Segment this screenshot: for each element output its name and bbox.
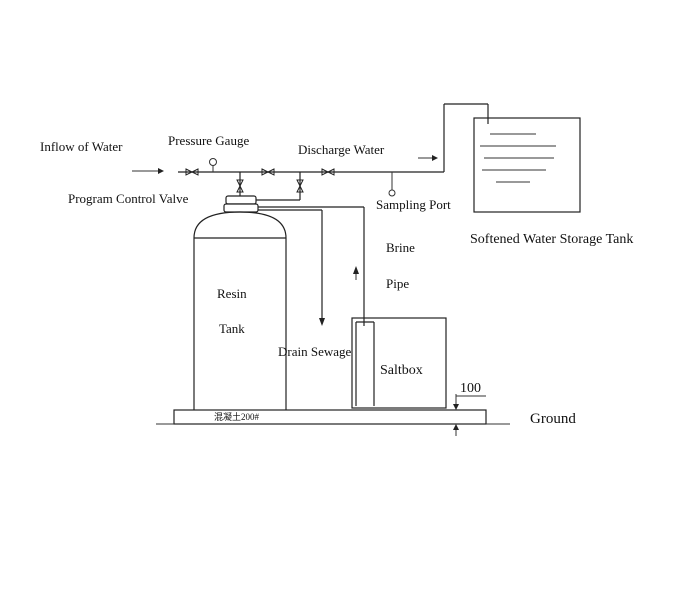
discharge-label: Discharge Water [298,142,385,157]
program-control-valve-label: Program Control Valve [68,191,189,206]
foundation-slab [156,409,510,425]
drain-pipe [258,209,325,326]
outlet-valve-icon [321,168,330,176]
inlet-valve-icon [185,168,194,176]
inflow-arrow [132,168,164,174]
dimension-marker [453,394,486,436]
pressure-gauge-label: Pressure Gauge [168,133,249,148]
saltbox-label: Saltbox [380,363,423,378]
valve-risers [236,172,304,201]
drain-sewage-label: Drain Sewage [278,344,352,359]
outlet-pipe [412,103,489,173]
sampling-port-icon [388,172,396,197]
sampling-port-label: Sampling Port [376,197,451,212]
brine-label: Brine [386,240,415,255]
tank-label: Tank [219,321,245,336]
ground-label: Ground [530,411,576,427]
brine-pipe [258,206,365,326]
program-control-valve [223,195,259,213]
pressure-gauge-icon [209,158,217,172]
resin-label: Resin [217,286,247,301]
line-valve-icon [261,168,270,176]
pipe-label: Pipe [386,276,409,291]
discharge-arrow [418,155,438,161]
dimension-label: 100 [460,381,481,396]
storage-tank [473,117,581,213]
main-pipe [178,168,412,176]
saltbox [351,317,447,409]
resin-tank [193,211,287,410]
inflow-label: Inflow of Water [40,139,123,154]
storage-tank-label: Softened Water Storage Tank [470,232,633,247]
foundation-note: 混凝土200# [214,411,260,422]
